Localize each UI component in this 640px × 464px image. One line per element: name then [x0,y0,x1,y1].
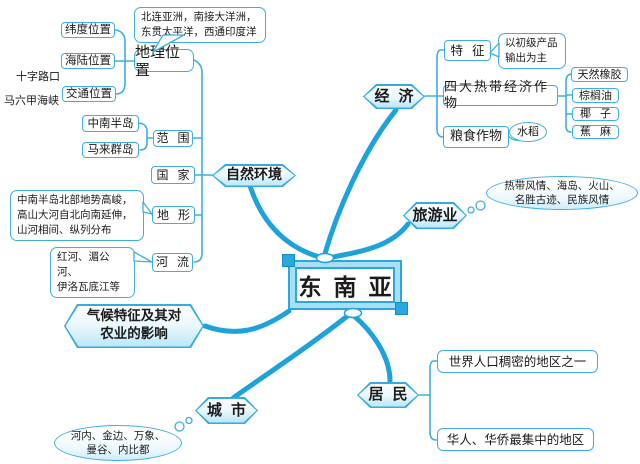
corner-handle-icon [395,302,408,315]
node-latitude-position: 纬度位置 [61,22,115,38]
node-overseas-chinese: 华人、华侨最集中的地区 [437,428,594,451]
node-coconut: 椰子 [572,107,619,121]
branch-curve-economy [321,107,399,260]
node-sea-land-position: 海陆位置 [61,53,115,69]
node-feature: 特征 [444,40,491,61]
node-food-crop: 粮食作物 [443,126,509,148]
note-rivers: 红河、湄公河、 伊洛瓦底江等 [50,247,135,298]
cloud-city: 河内、金边、万象、 曼谷、内比都 [54,425,182,461]
center-title: 东南亚 [298,274,404,301]
center-topic: 东南亚 [288,260,402,310]
branch-natural-environment: 自然环境 [212,164,296,187]
bracket-crop-children [565,73,572,133]
node-traffic-position: 交通位置 [62,86,116,102]
branch-curve-city [230,311,353,401]
bracket-scope-children [138,122,148,151]
node-geographic-position: 地理位置 [134,43,194,79]
branch-curve-natural [247,183,326,261]
node-terrain: 地形 [152,206,195,224]
note-terrain: 中南半岛北部地势高峻， 高山大河自北向南延伸， 山河相间、纵列分布 [10,190,144,241]
cloud-tourism: 热带风情、海岛、火山、 名胜古迹、民族风情 [486,176,638,210]
annotation-crossroads: 十字路口 [16,70,60,83]
node-scope: 范围 [153,130,193,147]
branch-curve-residents [350,312,393,384]
node-abaca: 蕉麻 [572,125,619,139]
node-rivers: 河流 [152,253,193,272]
node-rice: 水稻 [509,122,547,142]
bracket-natural-children [193,59,203,263]
branch-residents: 居民 [357,382,419,408]
branch-curve-climate [202,308,292,334]
node-dense-population: 世界人口稠密的地区之一 [437,350,598,373]
branch-city: 城市 [195,397,258,424]
node-palm-oil: 棕榈油 [572,88,619,103]
branch-tourism: 旅游业 [403,202,467,229]
node-natural-rubber: 天然橡胶 [571,67,628,82]
node-cash-crops: 四大热带经济作物 [443,80,558,111]
bracket-economy-children [436,49,445,138]
bracket-geo-children [114,29,126,95]
annotation-malacca-strait: 马六甲海峡 [4,94,59,107]
branch-economy: 经济 [363,84,425,109]
node-malay-archipelago: 马来群岛 [82,142,139,158]
node-country: 国家 [151,166,195,184]
branch-climate: 气候特征及其对 农业的影响 [64,304,204,348]
bracket-residents-children [429,360,439,441]
corner-handle-icon [282,254,295,267]
note-geographic-position: 北连亚洲，南接大洋洲， 东贯太平洋，西通印度洋 [134,7,266,43]
branch-curve-tourism [325,221,411,261]
node-indochina-peninsula: 中南半岛 [82,115,139,132]
note-feature: 以初级产品 输出为主 [498,33,566,69]
